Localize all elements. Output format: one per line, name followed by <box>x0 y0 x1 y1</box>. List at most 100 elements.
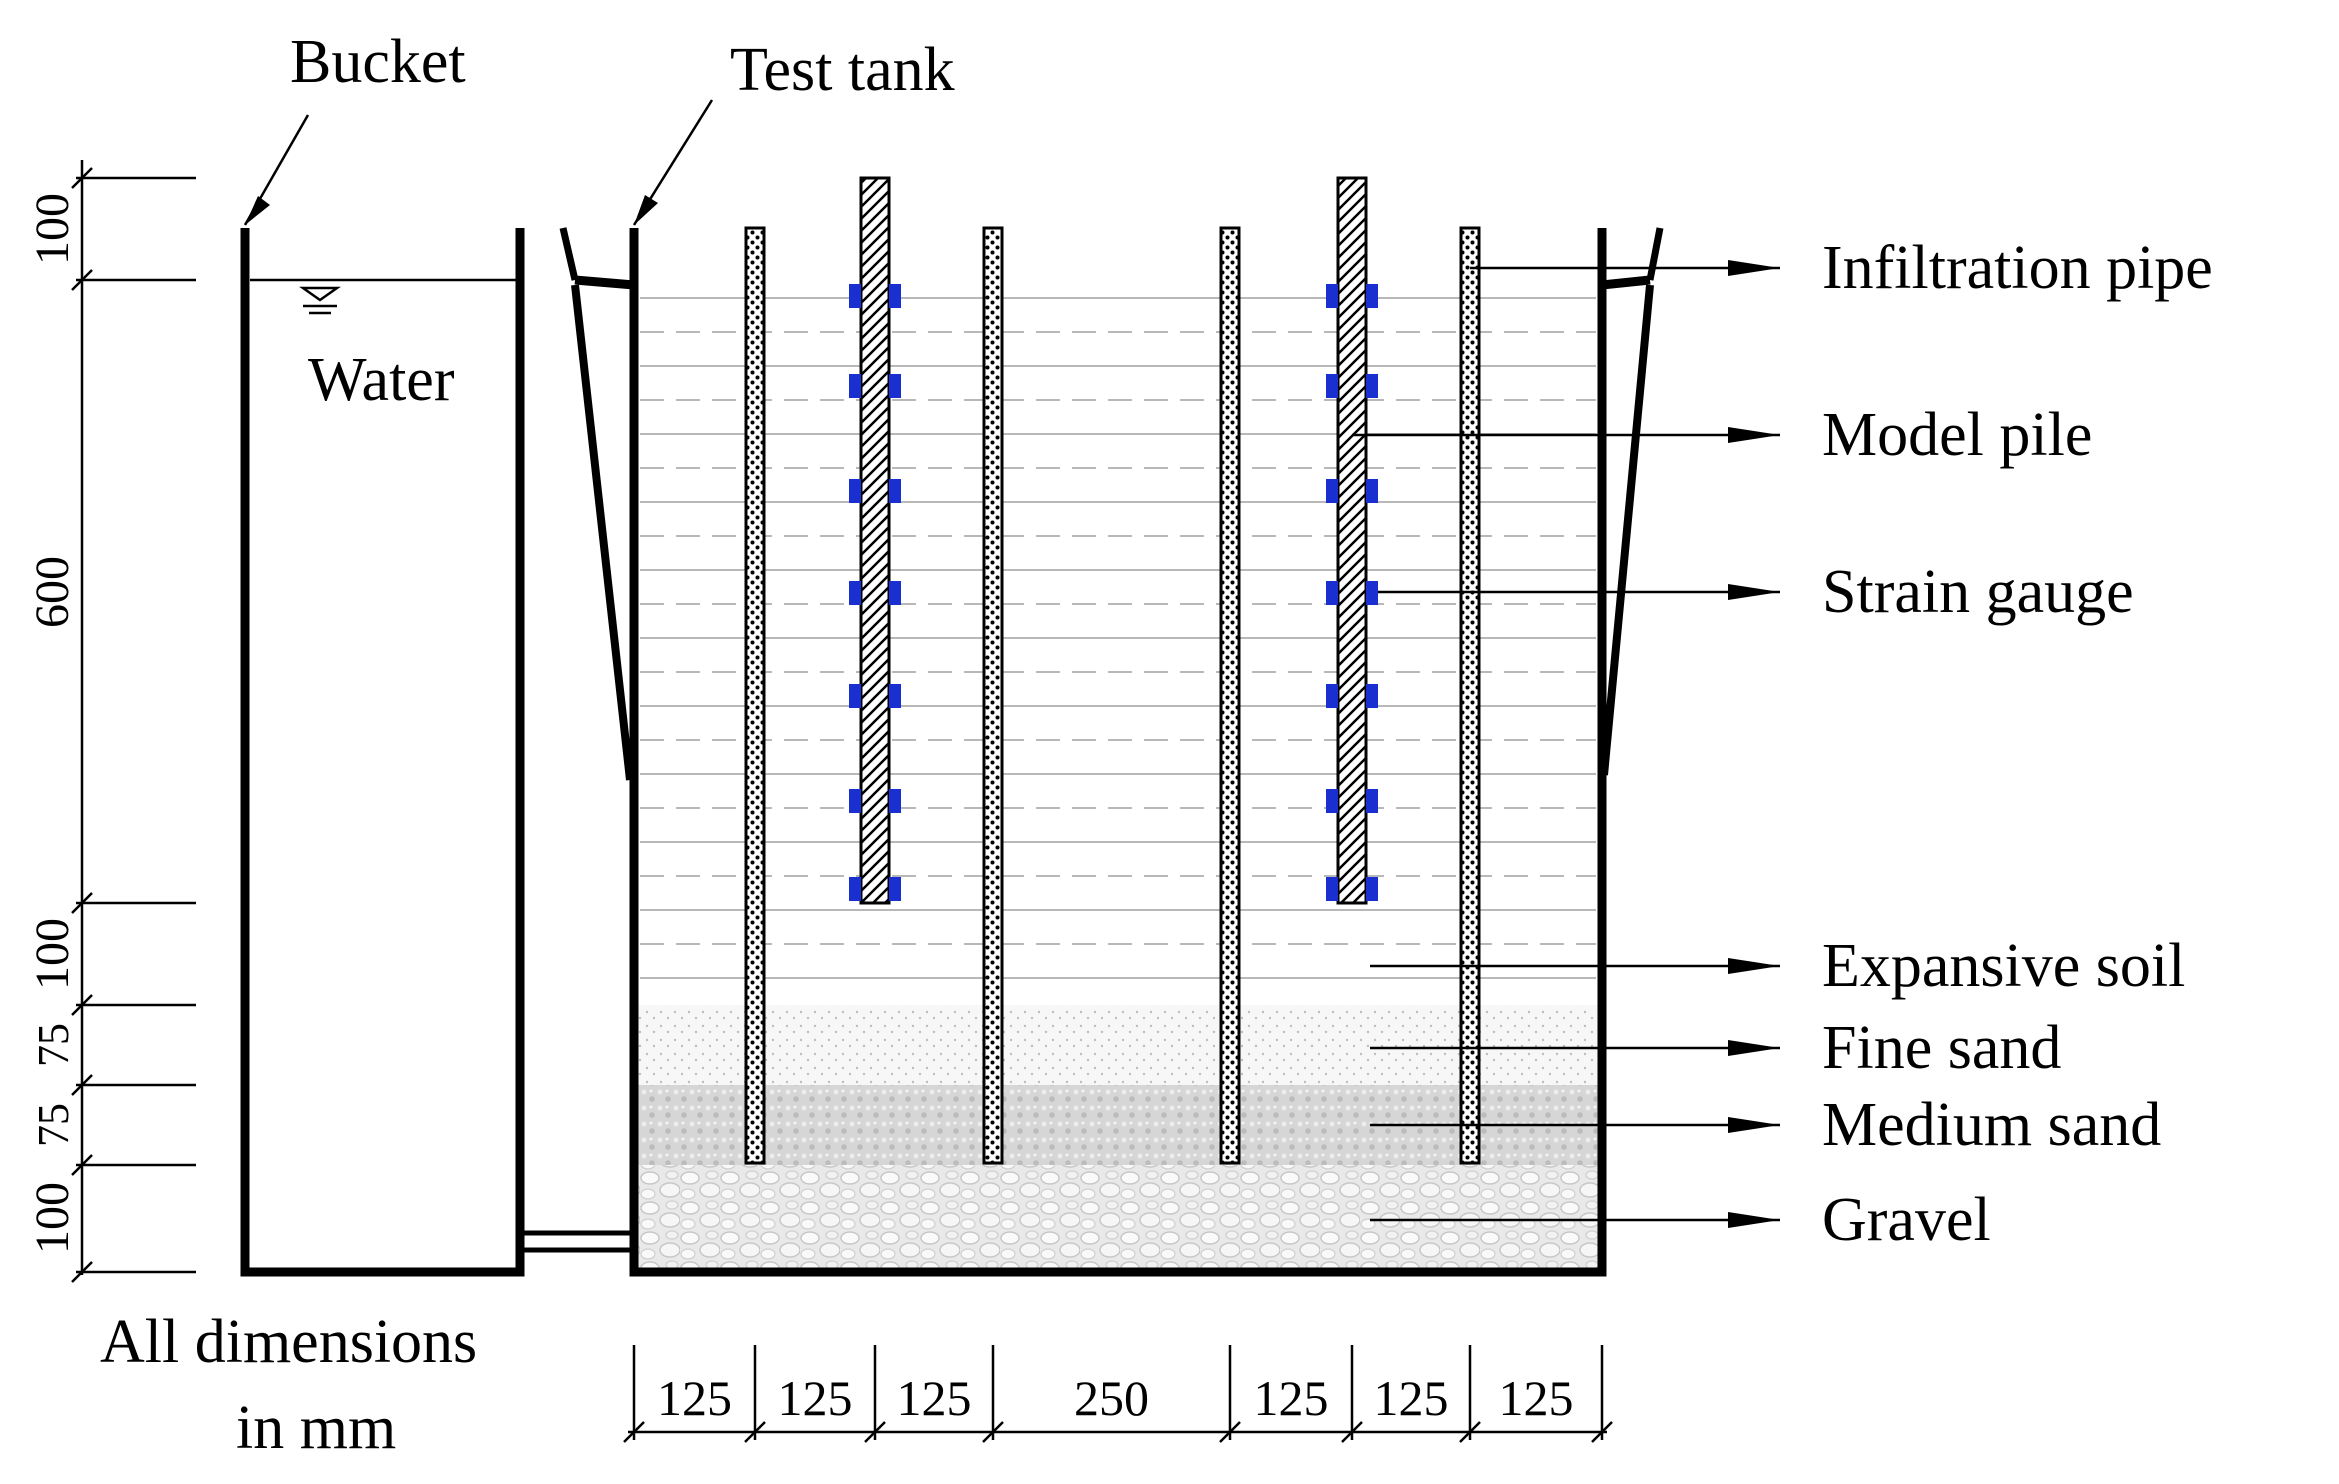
strain-gauge <box>849 479 861 503</box>
test-tank-wall <box>629 228 1607 1277</box>
vertical-dimension-value: 75 <box>29 1023 78 1067</box>
horizontal-dimension-value: 125 <box>657 1370 732 1426</box>
strain-gauge <box>849 684 861 708</box>
dimension-tick <box>1459 1421 1481 1443</box>
gravel-layer <box>638 1165 1598 1270</box>
strain-gauge <box>1366 789 1378 813</box>
dimension-tick <box>1591 1421 1613 1443</box>
left-funnel-inner <box>574 275 635 290</box>
fine-sand-layer <box>638 1005 1598 1085</box>
strain-gauge <box>1326 684 1338 708</box>
arrow-icon <box>1728 1117 1780 1133</box>
fine-sand-label: Fine sand <box>1822 1014 2061 1082</box>
strain-gauge <box>889 877 901 901</box>
arrow-icon <box>1728 260 1780 276</box>
dimension-tick <box>71 167 93 189</box>
model-pile-group <box>849 176 901 905</box>
right-funnel-inner <box>1601 275 1651 290</box>
expansive-soil-hatch <box>640 297 1596 979</box>
strain-gauge <box>1366 374 1378 398</box>
arrow-icon <box>1728 427 1780 443</box>
vertical-dimension-value: 100 <box>26 918 79 990</box>
strain-gauge <box>849 581 861 605</box>
expansive-soil-label: Expansive soil <box>1822 932 2185 1000</box>
dimensions-note-line2: in mm <box>236 1394 396 1462</box>
horizontal-dimension-value: 125 <box>778 1370 853 1426</box>
right-funnel-outer <box>1646 227 1664 281</box>
bucket <box>240 228 634 1277</box>
right-funnel-slope <box>1600 284 1654 776</box>
strain-gauge <box>1326 877 1338 901</box>
expansive-soil-layer <box>638 280 1598 1005</box>
callout-leaders <box>1352 260 1780 1228</box>
water-level-icon <box>299 286 341 315</box>
arrow-icon <box>1728 1212 1780 1228</box>
strain-gauge <box>1326 374 1338 398</box>
bucket-leader-arrow <box>245 196 270 225</box>
dimension-tick <box>744 1421 766 1443</box>
dimension-tick <box>71 994 93 1016</box>
dimension-tick <box>864 1421 886 1443</box>
arrow-icon <box>1728 584 1780 600</box>
strain-gauge <box>1366 684 1378 708</box>
strain-gauge <box>1366 284 1378 308</box>
model-pile <box>859 176 891 905</box>
test-tank <box>559 227 1664 1277</box>
horizontal-dimension-value: 125 <box>1374 1370 1449 1426</box>
dimension-tick <box>71 1154 93 1176</box>
horizontal-dimension-value: 125 <box>897 1370 972 1426</box>
model-pile-label: Model pile <box>1822 401 2092 469</box>
bucket-wall <box>240 228 525 1277</box>
left-funnel-outer <box>559 227 579 281</box>
strain-gauge <box>849 877 861 901</box>
dimension-tick <box>71 892 93 914</box>
infiltration-pipe <box>1219 226 1241 1165</box>
model-pile-group <box>1326 176 1378 905</box>
strain-gauge <box>1326 789 1338 813</box>
strain-gauge <box>889 479 901 503</box>
strain-gauge <box>1366 581 1378 605</box>
strain-gauge <box>889 374 901 398</box>
strain-gauge <box>1326 581 1338 605</box>
infiltration-pipe <box>982 226 1004 1165</box>
dimension-tick <box>71 269 93 291</box>
dimensions-note-line1: All dimensions <box>100 1308 477 1376</box>
strain-gauge <box>889 684 901 708</box>
horizontal-dimension-value: 125 <box>1254 1370 1329 1426</box>
dimension-tick <box>1219 1421 1241 1443</box>
strain-gauge <box>1366 877 1378 901</box>
dimension-tick <box>71 1074 93 1096</box>
model-piles <box>849 176 1378 905</box>
soil-layers <box>638 280 1598 1270</box>
infiltration-pipe <box>1459 226 1481 1165</box>
strain-gauge <box>849 374 861 398</box>
medium-sand-label: Medium sand <box>1822 1091 2161 1159</box>
gravel-label: Gravel <box>1822 1186 1991 1254</box>
test-tank-leader-arrow <box>634 195 658 225</box>
strain-gauge <box>849 789 861 813</box>
test-tank-label: Test tank <box>730 36 955 104</box>
strain-gauge <box>1366 479 1378 503</box>
infiltration-pipes <box>744 226 1481 1165</box>
bucket-label: Bucket <box>290 28 466 96</box>
horizontal-dimension-value: 250 <box>1074 1370 1149 1426</box>
infiltration-pipe <box>744 226 766 1165</box>
dimension-tick <box>71 1261 93 1283</box>
water-label: Water <box>308 346 455 414</box>
strain-gauge <box>1326 284 1338 308</box>
vertical-dimension-value: 75 <box>29 1103 78 1147</box>
dimension-tick <box>623 1421 645 1443</box>
arrow-icon <box>1728 958 1780 974</box>
dimension-tick <box>1341 1421 1363 1443</box>
strain-gauge <box>1326 479 1338 503</box>
strain-gauge <box>889 284 901 308</box>
model-pile <box>1336 176 1368 905</box>
strain-gauge <box>889 789 901 813</box>
labels: Bucket Test tank Water All dimensions in… <box>100 28 955 1462</box>
strain-gauge-label: Strain gauge <box>1822 558 2134 626</box>
left-funnel-slope <box>571 284 634 781</box>
strain-gauge <box>849 284 861 308</box>
